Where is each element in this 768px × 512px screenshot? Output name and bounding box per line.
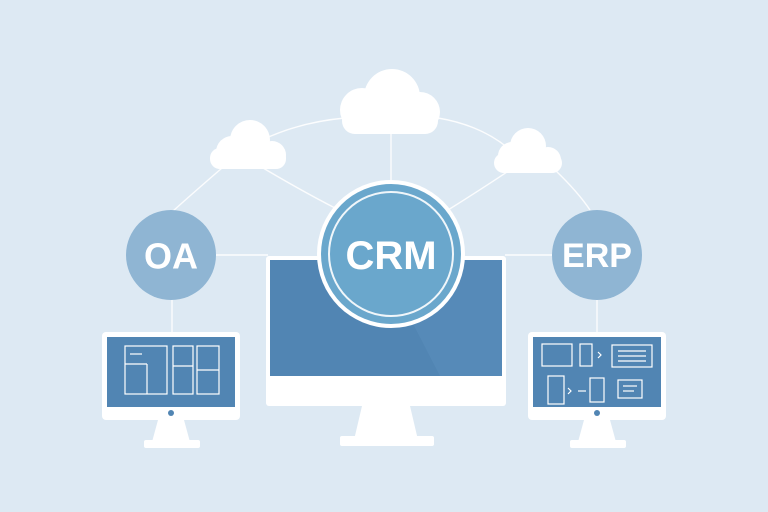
cloud-icon xyxy=(494,128,562,173)
devices-icon xyxy=(541,343,653,405)
connector-left-cloud-to-oa xyxy=(171,167,223,213)
desktop-monitor-icon xyxy=(102,332,240,448)
node-crm: CRM xyxy=(317,180,465,328)
node-crm-label: CRM xyxy=(345,234,436,278)
cloud-icon xyxy=(340,69,440,134)
node-erp-label: ERP xyxy=(562,237,632,275)
connector-left-cloud-to-crm xyxy=(257,164,336,209)
desktop-monitor-icon xyxy=(528,332,666,448)
node-oa-label: OA xyxy=(144,236,198,277)
node-erp: ERP xyxy=(552,210,642,300)
connector-right-cloud-to-crm xyxy=(447,169,511,211)
connector-top-cloud-to-right-cloud xyxy=(437,117,509,149)
layout-icon xyxy=(124,345,220,395)
connector-right-cloud-to-erp xyxy=(554,169,591,211)
cloud-icon xyxy=(210,120,286,169)
connector-left-cloud-to-top-cloud xyxy=(261,117,346,141)
node-oa: OA xyxy=(126,210,216,300)
